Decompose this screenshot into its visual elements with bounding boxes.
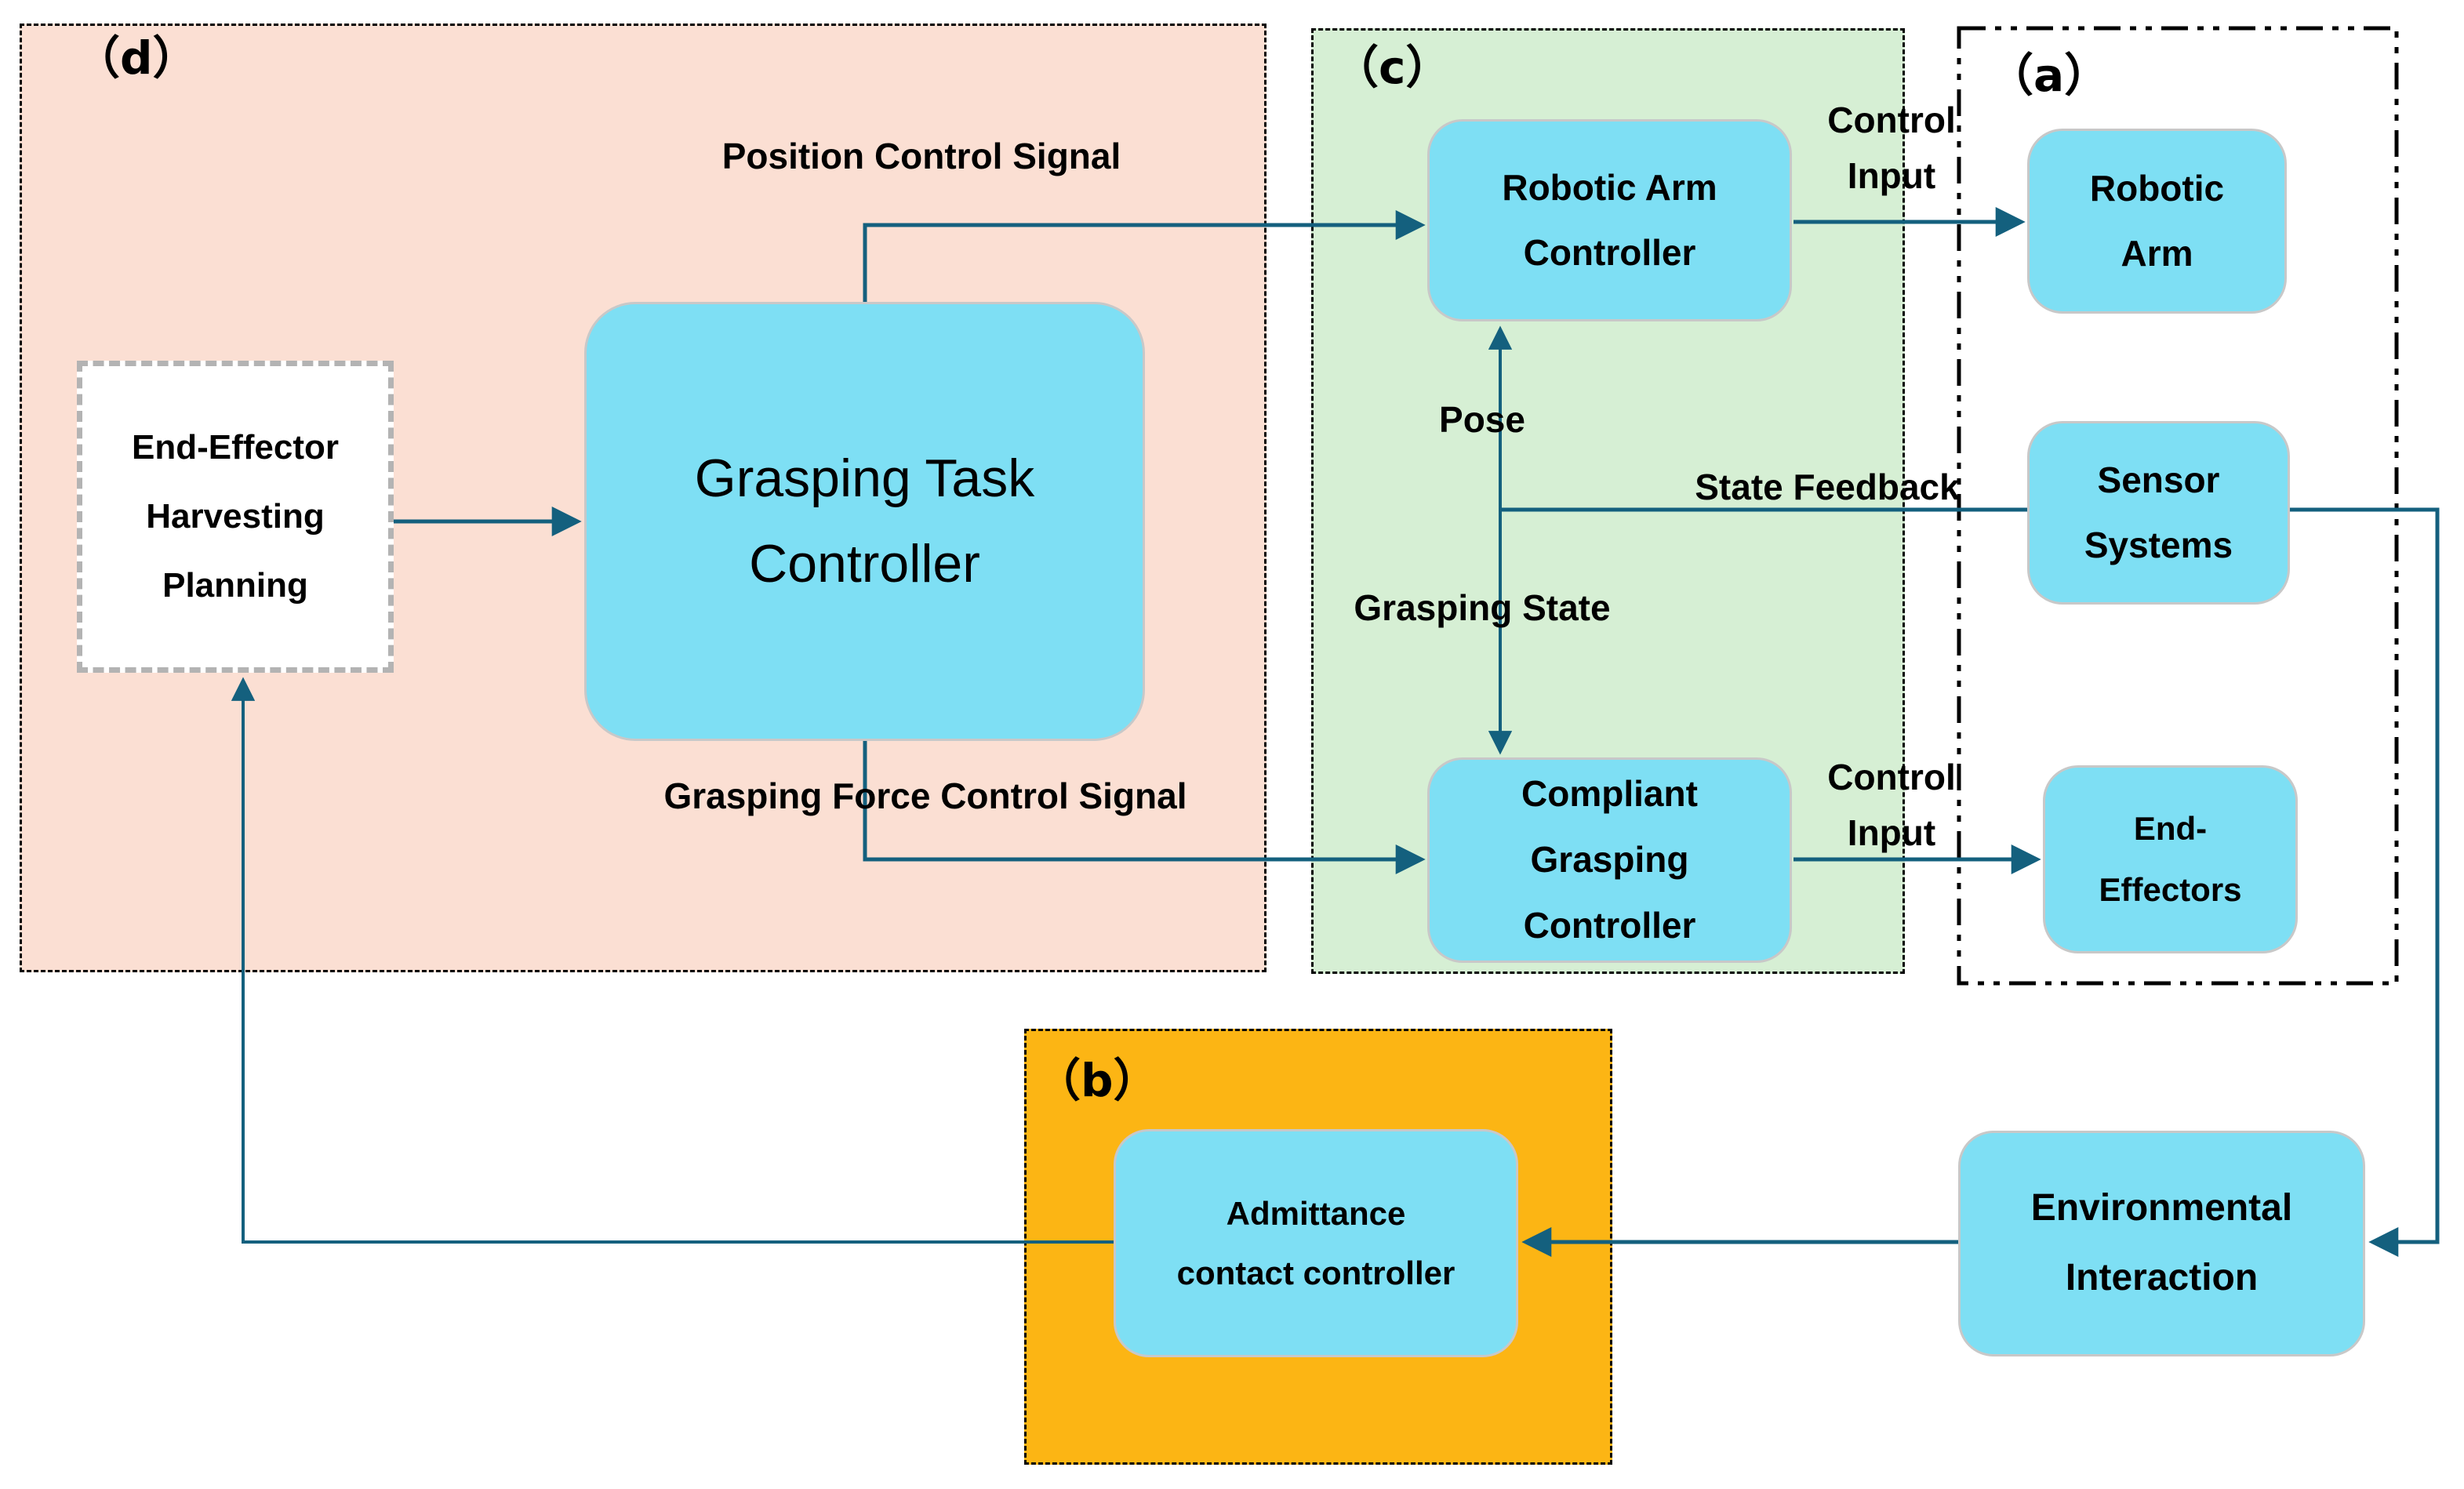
node-line: Controller [749,534,980,594]
node-end-effectors: End- Effectors [2043,765,2298,953]
node-admittance-contact-controller: Admittance contact controller [1114,1129,1518,1357]
node-line: Controller [1523,904,1696,946]
edge-label-pose: Pose [1439,399,1525,440]
node-grasping-task-controller: Grasping Task Controller [584,302,1145,741]
edge-label-line: Input [1847,155,1936,197]
region-c-label: （c） [1333,41,1452,94]
node-line: Harvesting [146,497,325,536]
edge-label-control-input-bottom: Control Input [1793,750,1990,862]
edge-label-state-feedback: State Feedback [1695,467,1960,507]
node-line: Systems [2084,525,2233,565]
node-line: Admittance [1226,1194,1406,1232]
node-line: Effectors [2099,871,2242,908]
region-d-label: （d） [75,31,198,85]
edge-label-position-control-signal: Position Control Signal [721,136,1121,176]
node-robotic-arm-controller: Robotic Arm Controller [1427,119,1792,321]
edge-label-grasping-force-control-signal: Grasping Force Control Signal [663,775,1187,816]
node-line: Robotic Arm [1502,167,1717,209]
region-a-label: （a） [1988,49,2110,102]
node-line: Arm [2121,233,2193,274]
node-line: Sensor [2097,459,2220,501]
node-line: Planning [162,566,308,605]
region-b-label: （b） [1035,1054,1159,1107]
edge-label-line: Control [1827,757,1956,797]
node-line: End- [2133,810,2208,848]
edge-label-line: Control [1827,100,1956,140]
node-line: contact controller [1176,1254,1456,1291]
node-line: Grasping Task [694,449,1035,509]
node-line: End-Effector [132,428,339,467]
node-line: Controller [1523,232,1696,273]
node-line: Robotic [2089,168,2225,209]
node-environmental-interaction: Environmental Interaction [1958,1131,2365,1356]
node-line: Interaction [2065,1257,2259,1298]
node-line: Grasping [1530,839,1689,881]
node-sensor-systems: Sensor Systems [2027,421,2290,605]
node-end-effector-harvesting-planning: End-Effector Harvesting Planning [77,361,394,673]
edge-label-control-input-top: Control Input [1793,93,1990,205]
node-compliant-grasping-controller: Compliant Grasping Controller [1427,757,1792,963]
edge-label-grasping-state: Grasping State [1354,587,1611,628]
node-line: Compliant [1521,773,1698,815]
edge-label-line: Input [1847,812,1936,854]
node-line: Environmental [2030,1187,2293,1229]
node-robotic-arm: Robotic Arm [2027,129,2287,314]
